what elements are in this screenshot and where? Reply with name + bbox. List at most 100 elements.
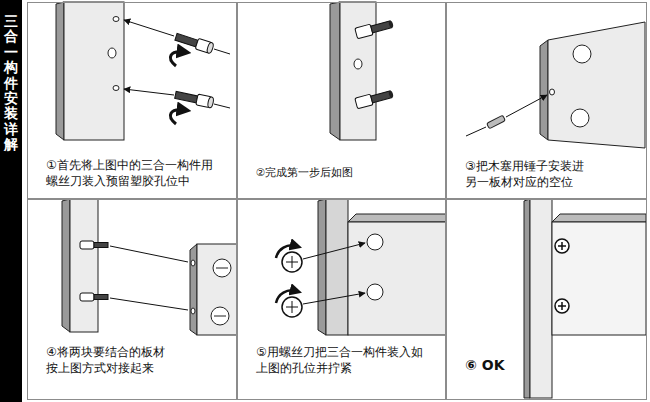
board [573, 45, 591, 63]
board [70, 199, 98, 332]
board [540, 22, 645, 148]
board [548, 22, 645, 148]
board [211, 307, 229, 325]
screw-head [561, 242, 563, 250]
step-caption: ②完成第一步后如图 [256, 165, 445, 179]
cam-lock [303, 243, 365, 259]
cam-bolt [214, 104, 230, 108]
cam-bolt [80, 293, 94, 301]
wooden-dowel [466, 95, 547, 136]
board [62, 199, 98, 332]
cam-lock [276, 290, 296, 303]
board [348, 222, 446, 335]
cam-bolt [388, 20, 394, 28]
cam-bolt [355, 18, 395, 38]
cam-bolt [206, 42, 214, 54]
board [318, 199, 326, 335]
cam-bolt [371, 91, 392, 103]
screw-head [561, 302, 563, 310]
board [330, 2, 376, 140]
board [213, 259, 231, 277]
board [190, 244, 237, 335]
step-panel: ③把木塞用锤子安装进 另一板材对应的空位 [446, 2, 647, 199]
cam-bolt [94, 243, 108, 248]
board [326, 199, 348, 335]
step-caption: ③把木塞用锤子安装进 另一板材对应的空位 [465, 158, 592, 190]
board [571, 109, 589, 127]
screw-head [555, 239, 569, 253]
cam-lock [303, 293, 365, 304]
cam-bolt [170, 110, 184, 124]
board [108, 48, 116, 58]
board [191, 260, 195, 266]
board [354, 59, 362, 69]
board [62, 199, 70, 332]
step-panel: ①首先将上图中的三合一构件用 螺丝刀装入预留塑胶孔位中 [27, 2, 237, 199]
cam-bolt [124, 89, 174, 95]
cam-bolt [80, 241, 94, 249]
board [216, 268, 228, 269]
board [367, 284, 383, 300]
cam-bolt [124, 20, 230, 66]
cam-bolt [207, 96, 214, 108]
step-caption: ④将两块要结合的板材 按上图方式对接起来 [46, 344, 173, 376]
cam-bolt [388, 90, 394, 98]
wooden-dowel [487, 115, 506, 129]
screw-head [555, 239, 569, 313]
wooden-dowel [466, 127, 486, 136]
cam-bolt [355, 18, 395, 38]
vertical-title: 三合一构件安装详解 [4, 14, 18, 153]
step-panel: ⑤用螺丝刀把三合一构件装入如 上图的孔位并拧紧 [237, 199, 446, 400]
cam-bolt [175, 91, 198, 102]
step-panel: ⑥ OK [446, 199, 647, 400]
board [340, 2, 376, 140]
board [540, 40, 548, 140]
cam-lock [276, 245, 296, 258]
cam-lock [282, 297, 302, 317]
step-panel: ②完成第一步后如图 [237, 2, 446, 199]
board [524, 199, 646, 398]
board [552, 214, 646, 222]
board [190, 244, 197, 335]
cam-bolt [355, 88, 395, 108]
step-caption: ⑤用螺丝刀把三合一构件装入如 上图的孔位并拧紧 [256, 344, 431, 376]
board [214, 316, 226, 317]
cam-lock [292, 301, 293, 313]
board [318, 199, 446, 335]
board [113, 86, 119, 91]
step-caption: ⑥ OK [465, 356, 646, 375]
cam-lock [292, 256, 293, 268]
board [367, 234, 383, 250]
board [191, 308, 195, 314]
board [56, 2, 124, 140]
step-caption: ①首先将上图中的三合一构件用 螺丝刀装入预留塑胶孔位中 [46, 157, 221, 189]
cam-bolt [371, 21, 392, 33]
cam-bolt [355, 88, 395, 108]
title-band: 三合一构件安装详解 [0, 0, 22, 402]
board [550, 89, 555, 95]
cam-lock [276, 243, 365, 317]
board [524, 199, 530, 398]
board [197, 244, 237, 335]
cam-bolt [124, 20, 174, 36]
wooden-dowel [487, 115, 506, 129]
cam-bolt [170, 52, 184, 66]
cam-bolt [94, 295, 108, 300]
board [552, 222, 646, 335]
cam-bolt [174, 89, 214, 108]
board [530, 199, 552, 398]
cam-bolt [124, 89, 230, 124]
step-panel: ④将两块要结合的板材 按上图方式对接起来 [27, 199, 237, 400]
cam-bolt [110, 298, 188, 310]
board [64, 2, 124, 140]
cam-lock [282, 252, 302, 272]
board [113, 17, 119, 22]
wooden-dowel [506, 95, 547, 117]
board [56, 2, 64, 140]
cam-bolt [175, 33, 198, 46]
board [348, 214, 446, 222]
cam-bolt [80, 241, 188, 310]
